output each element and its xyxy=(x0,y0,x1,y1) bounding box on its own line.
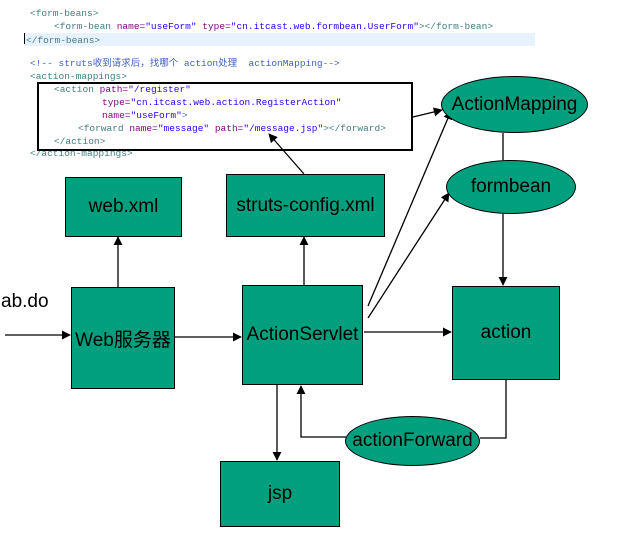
code-token: type= xyxy=(102,97,131,108)
action-servlet-box: ActionServlet xyxy=(242,285,363,385)
line-action-to-action-forward xyxy=(480,380,507,439)
jsp-box: jsp xyxy=(220,461,340,527)
struts-config-box: struts-config.xml xyxy=(226,174,385,237)
action-mapping-callout-box xyxy=(37,82,413,151)
web-xml-label: web.xml xyxy=(88,196,159,217)
code-line-6: <action path="/register" xyxy=(54,84,191,97)
code-token: type= xyxy=(202,21,231,32)
code-token: ></form-bean> xyxy=(418,21,494,32)
code-comment: <!-- struts收到请求后，找哪个 action处理 actionMapp… xyxy=(30,58,340,69)
code-token: "/register" xyxy=(128,84,191,95)
code-token: "useForm" xyxy=(130,110,182,121)
code-token: <action-mappings> xyxy=(30,71,127,82)
action-mapping-ellipse: ActionMapping xyxy=(441,76,588,133)
code-token: name= xyxy=(102,110,131,121)
code-token: "cn.itcast.web.action.RegisterAction" xyxy=(130,97,342,108)
code-token: > xyxy=(181,110,188,121)
request-label: ab.do xyxy=(1,291,49,312)
code-line-9: <forward name="message" path="/message.j… xyxy=(78,123,386,136)
code-token: name= xyxy=(116,21,146,32)
code-line-8: name="useForm"> xyxy=(102,110,188,123)
code-line-4: <!-- struts收到请求后，找哪个 action处理 actionMapp… xyxy=(30,58,340,71)
action-label: action xyxy=(480,322,532,343)
code-snippet: <form-beans> <form-bean name="useForm" t… xyxy=(0,0,625,170)
code-token: <action xyxy=(54,84,94,95)
code-line-1: <form-beans> xyxy=(30,8,98,21)
formbean-ellipse: formbean xyxy=(446,160,576,214)
action-box: action xyxy=(452,286,560,380)
code-token: path= xyxy=(214,123,244,134)
web-xml-box: web.xml xyxy=(65,177,182,237)
action-servlet-label: ActionServlet xyxy=(246,324,359,345)
code-line-7: type="cn.itcast.web.action.RegisterActio… xyxy=(102,97,341,110)
action-forward-label: actionForward xyxy=(352,430,473,451)
code-token: name= xyxy=(129,123,158,134)
code-line-3: </form-beans> xyxy=(24,33,535,46)
struts-config-label: struts-config.xml xyxy=(236,194,375,216)
code-token: <form-bean xyxy=(54,21,112,32)
jsp-label: jsp xyxy=(267,483,293,504)
text-cursor xyxy=(24,33,25,44)
code-token: <form-beans> xyxy=(30,8,99,19)
code-token: </action> xyxy=(54,136,106,147)
action-forward-ellipse: actionForward xyxy=(345,416,480,466)
code-line-5: <action-mappings> xyxy=(30,71,127,84)
code-line-10: </action> xyxy=(54,136,105,149)
code-line-2: <form-bean name="useForm" type="cn.itcas… xyxy=(54,21,493,34)
code-token: <forward xyxy=(78,123,124,134)
formbean-label: formbean xyxy=(470,176,552,197)
code-token: </form-beans> xyxy=(26,35,101,46)
code-token: "cn.itcast.web.formbean.UserForm" xyxy=(230,21,419,32)
code-token: "useForm" xyxy=(145,21,197,32)
web-server-label: Web服务器 xyxy=(75,329,171,351)
code-token: "message" xyxy=(157,123,210,134)
code-token: path= xyxy=(99,84,129,95)
code-token: "/message.jsp" xyxy=(243,123,324,134)
arrow-action-forward-to-action-servlet xyxy=(296,385,346,438)
web-server-box: Web服务器 xyxy=(71,287,175,389)
code-token: ></forward> xyxy=(323,123,386,134)
code-line-11: </action-mappings> xyxy=(30,148,133,161)
action-mapping-label: ActionMapping xyxy=(451,93,578,115)
code-token: </action-mappings> xyxy=(30,148,133,159)
